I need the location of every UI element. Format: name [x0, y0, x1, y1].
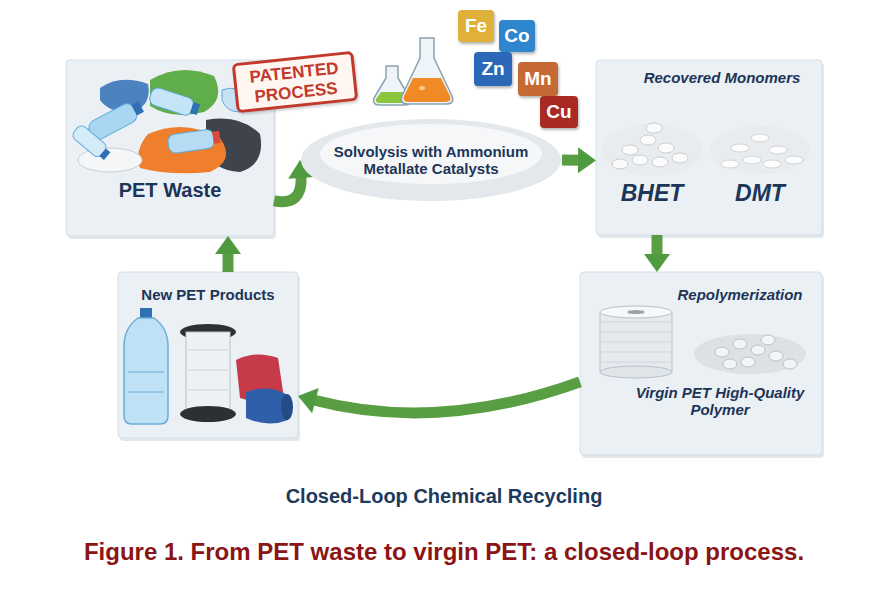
diagram-title: Closed-Loop Chemical Recycling	[0, 485, 888, 508]
node-sublabel: BHET	[602, 180, 702, 206]
arrow-head	[644, 254, 670, 272]
text-slot: New PET Products	[123, 286, 293, 303]
node-label: Recovered Monomers	[622, 69, 822, 86]
text-slot: Zn	[474, 58, 512, 80]
monomer-piles	[602, 123, 810, 176]
arrow-shaft	[274, 176, 301, 202]
title-rule	[642, 496, 777, 499]
node-label: Fe	[458, 15, 494, 37]
panel: Recovered MonomersBHET DMT	[596, 60, 822, 235]
metal-tile: Fe	[458, 10, 494, 42]
node-label: Repolymerization	[665, 286, 815, 303]
node-label: PET Waste	[72, 179, 268, 202]
text-slot: Fe	[458, 15, 494, 37]
node-sublabel: DMT	[710, 180, 810, 206]
metal-tile: Zn	[474, 52, 512, 86]
text-slot: PATENTED PROCESS	[237, 57, 352, 108]
node-label: PATENTED PROCESS	[237, 57, 352, 108]
band-outline	[301, 119, 561, 201]
patent-stamp: PATENTED PROCESS	[232, 51, 359, 113]
panel-shadow	[120, 275, 300, 441]
node-sublabel: Virgin PET High-Quality Polymer	[625, 384, 815, 419]
text-slot: Figure 1. From PET waste to virgin PET: …	[0, 538, 888, 566]
arrow-shaft	[651, 235, 662, 256]
arrow-shaft	[562, 155, 580, 166]
text-slot: DMT	[710, 180, 810, 206]
text-slot: Closed-Loop Chemical Recycling	[0, 485, 888, 508]
flow-arrow	[215, 236, 241, 272]
panel-ground	[118, 272, 298, 438]
panel-ground	[580, 272, 822, 455]
node-label: Co	[499, 25, 535, 47]
text-slot: BHET	[602, 180, 702, 206]
flow-arrow	[298, 382, 580, 413]
pellet-pile	[694, 334, 806, 374]
node-label: Solvolysis with Ammonium Metallate Catal…	[313, 143, 549, 178]
arrow-head	[215, 236, 241, 254]
text-slot: PET Waste	[72, 179, 268, 202]
process-band: Solvolysis with Ammonium Metallate Catal…	[300, 118, 562, 202]
text-slot: Recovered Monomers	[622, 69, 822, 86]
product-icons	[124, 308, 293, 424]
flask-icons	[374, 38, 453, 105]
metal-tile: Mn	[518, 62, 558, 96]
arrow-head	[298, 388, 319, 413]
text-slot: Mn	[518, 68, 558, 90]
fiber-spool	[600, 306, 672, 378]
waste-pile	[71, 70, 262, 173]
text-slot: Virgin PET High-Quality Polymer	[625, 384, 815, 419]
node-label: Mn	[518, 68, 558, 90]
arrow-head	[578, 147, 596, 173]
text-slot: Repolymerization	[665, 286, 815, 303]
text-slot: Cu	[540, 101, 578, 123]
title-rule	[110, 496, 245, 499]
figure-caption: Figure 1. From PET waste to virgin PET: …	[0, 538, 888, 566]
node-label: Cu	[540, 101, 578, 123]
text-slot: Solvolysis with Ammonium Metallate Catal…	[313, 143, 549, 178]
node-label: New PET Products	[123, 286, 293, 303]
arrow-shaft	[313, 382, 580, 413]
node-label: Zn	[474, 58, 512, 80]
flow-arrow	[644, 235, 670, 272]
arrow-shaft	[222, 252, 233, 272]
panel: New PET Products	[118, 272, 298, 438]
flow-arrow	[562, 147, 596, 173]
metal-tile: Co	[499, 20, 535, 52]
metal-tile: Cu	[540, 96, 578, 128]
panel-ground	[596, 60, 822, 235]
panel: RepolymerizationVirgin PET High-Quality …	[580, 272, 822, 455]
text-slot: Co	[499, 25, 535, 47]
